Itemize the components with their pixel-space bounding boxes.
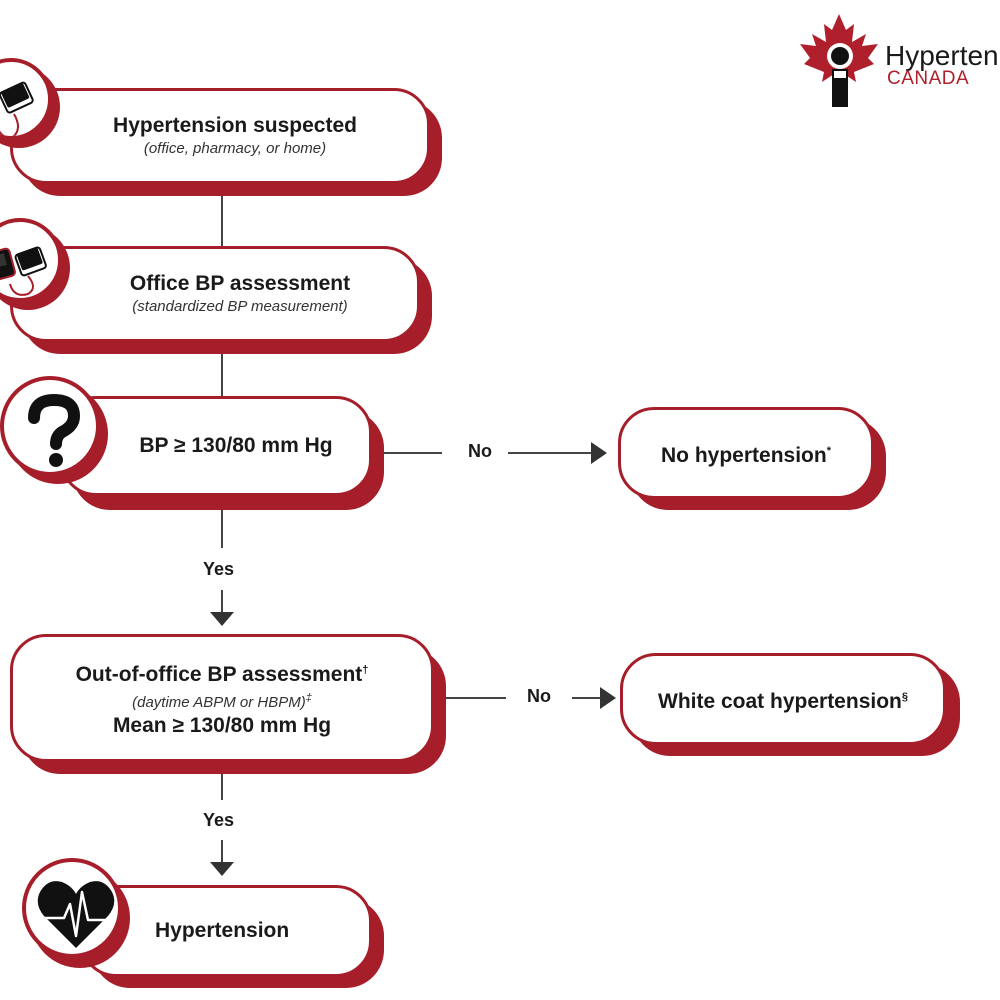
node-criterion: Mean ≥ 130/80 mm Hg [112, 714, 332, 737]
question-mark-icon [28, 393, 81, 467]
node-title: Out-of-office BP assessment [75, 663, 363, 686]
bp-cuff-icon [0, 81, 34, 136]
arrow-down-icon [210, 612, 234, 626]
node-box: Hypertension suspected (office, pharmacy… [10, 88, 430, 184]
node-title: White coat hypertension [658, 689, 902, 713]
connector-no-1-right [508, 452, 592, 454]
arrow-right-icon [600, 687, 616, 709]
bp-monitor-icon [0, 246, 47, 296]
icon-circle [0, 376, 100, 476]
connector-yes-1-top [221, 510, 223, 548]
connector-2-3 [221, 354, 223, 396]
text-line: (daytime ABPM or HBPM)‡ [132, 688, 312, 713]
logo-title: Hyperten [885, 40, 999, 71]
icon-circle [22, 858, 122, 958]
node-title: Hypertension suspected [113, 114, 357, 137]
node-title: BP ≥ 130/80 mm Hg [139, 434, 333, 457]
node-subtitle: (standardized BP measurement) [132, 298, 348, 315]
footnote-mark: * [826, 444, 831, 457]
footnote-mark: † [362, 664, 369, 676]
node-title: Office BP assessment [129, 272, 351, 295]
connector-1-2 [221, 196, 223, 248]
node-subtitle: (daytime ABPM or HBPM) [132, 694, 306, 711]
footnote-mark: § [901, 690, 908, 703]
edge-label-yes-1: Yes [203, 559, 235, 579]
edge-label-yes-2: Yes [203, 810, 235, 830]
heart-ecg-icon [37, 881, 115, 948]
connector-yes-1-bottom [221, 590, 223, 614]
text-line: White coat hypertension§ [658, 684, 908, 715]
logo-subtitle: CANADA [887, 68, 970, 89]
node-box: No hypertension* [618, 407, 874, 499]
connector-yes-2-bottom [221, 840, 223, 864]
arrow-down-icon [210, 862, 234, 876]
connector-no-2-left [446, 697, 506, 699]
node-box: BP ≥ 130/80 mm Hg [60, 396, 372, 496]
node-title: No hypertension [661, 443, 827, 467]
node-subtitle: (office, pharmacy, or home) [143, 140, 327, 157]
text-line: No hypertension* [661, 438, 831, 469]
footnote-mark: ‡ [305, 692, 312, 704]
connector-no-1-left [384, 452, 442, 454]
node-box: Out-of-office BP assessment† (daytime AB… [10, 634, 434, 762]
node-box: White coat hypertension§ [620, 653, 946, 745]
connector-yes-2-top [221, 774, 223, 800]
node-box: Hypertension [80, 885, 372, 977]
edge-label-no-1: No [468, 441, 492, 461]
connector-no-2-right [572, 697, 602, 699]
edge-label-no-2: No [527, 686, 551, 706]
node-title: Hypertension [155, 919, 290, 942]
text-line: Out-of-office BP assessment† [76, 657, 369, 688]
arrow-right-icon [591, 442, 607, 464]
maple-leaf-logo-icon [800, 14, 878, 107]
node-box: Office BP assessment (standardized BP me… [10, 246, 420, 342]
